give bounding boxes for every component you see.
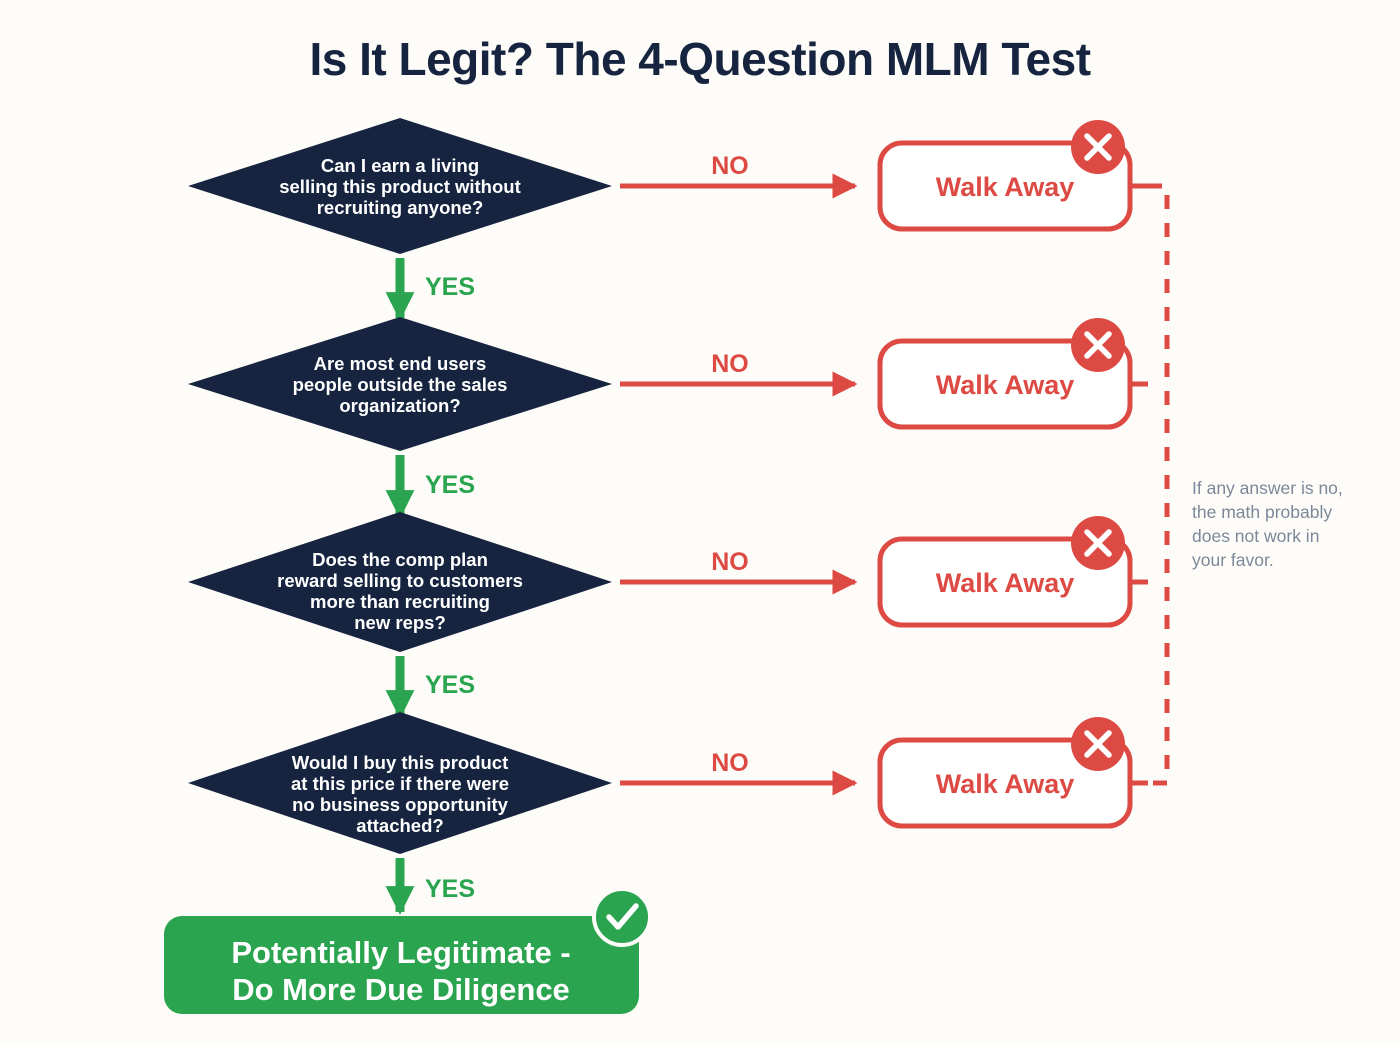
yes-label-2: YES [425,471,475,499]
no-label-2: NO [711,350,749,378]
side-note: If any answer is no, the math probably d… [1192,478,1343,570]
walk-away-outcome-4[interactable]: Walk Away [877,717,1133,829]
yes-label-3: YES [425,671,475,699]
final-outcome[interactable]: Potentially Legitimate - Do More Due Dil… [164,887,652,1014]
walk-away-outcome-3[interactable]: Walk Away [877,516,1133,628]
x-glyph-3 [1084,529,1112,557]
decision-text-4-line-4: attached? [356,815,443,836]
final-outcome-line-1: Potentially Legitimate - [231,935,570,970]
side-note-line-1: If any answer is no, [1192,478,1343,498]
decision-text-3-line-1: Does the comp plan [312,549,488,570]
decision-diamond-2[interactable] [188,317,612,451]
decision-text-3-line-3: more than recruiting [310,591,490,612]
walk-away-label-3: Walk Away [936,568,1075,598]
walk-away-outcome-1[interactable]: Walk Away [877,120,1133,232]
decision-text-4-line-2: at this price if there were [291,773,509,794]
decision-text-2-line-1: Are most end users [314,353,487,374]
yes-branch-4: YES [385,858,475,915]
decision-step-2: Are most end users people outside the sa… [188,317,612,451]
x-glyph-1 [1084,133,1112,161]
no-branch-2: NO [620,350,858,397]
no-branch-1: NO [620,152,858,199]
decision-step-3: Does the comp plan reward selling to cus… [188,512,612,652]
decision-diamond-3[interactable] [188,512,612,652]
walk-away-label-4: Walk Away [936,769,1075,799]
page-title: Is It Legit? The 4-Question MLM Test [309,33,1090,85]
decision-diamond-4[interactable] [188,712,612,854]
decision-text-1-line-2: selling this product without [279,176,521,197]
decision-step-4: Would I buy this product at this price i… [188,712,612,854]
no-label-3: NO [711,548,749,576]
no-label-4: NO [711,749,749,777]
decision-text-2-line-2: people outside the sales [293,374,508,395]
decision-step-1: Can I earn a living selling this product… [188,118,612,254]
decision-text-1-line-1: Can I earn a living [321,155,479,176]
yes-branch-1: YES [385,258,475,321]
walk-away-label-2: Walk Away [936,370,1075,400]
side-note-line-3: does not work in [1192,526,1319,546]
decision-text-1-line-3: recruiting anyone? [317,197,484,218]
yes-label-1: YES [425,273,475,301]
decision-text-4-line-1: Would I buy this product [292,752,509,773]
no-branch-3: NO [620,548,858,595]
yes-branch-3: YES [385,656,475,719]
final-outcome-box[interactable] [164,916,639,1014]
circle-check-icon [592,887,652,947]
walk-away-outcome-2[interactable]: Walk Away [877,318,1133,430]
side-note-line-2: the math probably [1192,502,1332,522]
check-glyph [606,903,639,930]
walk-away-side-connector [1130,183,1170,786]
side-note-line-4: your favor. [1192,550,1274,570]
decision-text-3-line-2: reward selling to customers [277,570,523,591]
decision-text-4-line-3: no business opportunity [292,794,509,815]
x-glyph-2 [1084,331,1112,359]
yes-branch-2: YES [385,455,475,519]
walk-away-label-1: Walk Away [936,172,1075,202]
x-glyph-4 [1084,730,1112,758]
yes-label-4: YES [425,875,475,903]
dashed-connector-line [1148,183,1170,786]
no-branch-4: NO [620,749,858,796]
decision-text-3-line-4: new reps? [354,612,446,633]
no-label-1: NO [711,152,749,180]
final-outcome-line-2: Do More Due Diligence [232,972,570,1007]
decision-diamond-1[interactable] [188,118,612,254]
decision-text-2-line-3: organization? [339,395,460,416]
